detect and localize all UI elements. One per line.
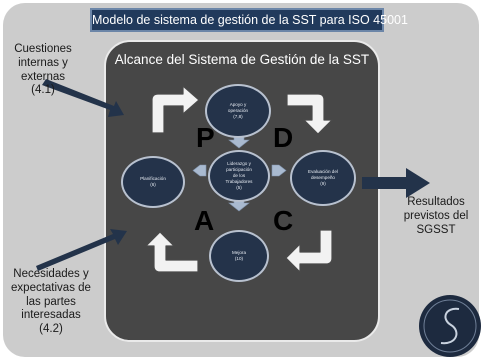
output-line2: previstos del — [403, 209, 469, 222]
issues-ref: (4.1) — [31, 84, 55, 97]
node-center-line2: participación — [226, 167, 252, 173]
node-left-ref: (6) — [150, 182, 156, 187]
needs-line4: interesadas — [21, 309, 81, 322]
corner-arrow-top-right — [286, 93, 333, 135]
logo — [419, 295, 481, 357]
node-performance-evaluation: Evaluación del desempeño (9) — [290, 150, 356, 206]
needs-line2: expectativas de — [11, 281, 91, 294]
node-planning: Planificación (6) — [121, 156, 185, 208]
node-support-operation: Apoyo y operación (7,8) — [205, 84, 271, 138]
node-bottom-line1: Mejora — [231, 250, 247, 256]
inner-pointer-right — [271, 164, 287, 177]
node-top-line1: Apoyo y — [229, 102, 247, 108]
node-top-line2: operación — [227, 108, 249, 114]
needs-ref: (4.2) — [39, 323, 63, 336]
input-arrow-issues — [42, 79, 124, 117]
input-arrow-needs — [36, 229, 127, 271]
node-leadership: Liderazgo y participación de los Trabaja… — [208, 150, 270, 202]
logo-mark — [423, 299, 477, 353]
node-bottom-ref: (10) — [234, 256, 244, 261]
scope-title: Alcance del Sistema de Gestión de la SST — [114, 52, 370, 67]
cycle-letter-c: C — [273, 205, 294, 236]
corner-arrow-bottom-left — [145, 231, 199, 273]
issues-line1: Cuestiones — [14, 43, 72, 55]
output-arrow — [362, 168, 430, 198]
needs-line1: Necesidades y — [13, 268, 89, 280]
node-improvement: Mejora (10) — [209, 230, 269, 282]
issues-line2: internas y — [18, 56, 68, 69]
input-needs-label: Necesidades y expectativas de las partes… — [6, 268, 96, 337]
corner-arrow-top-left — [151, 85, 200, 134]
node-right-ref: (9) — [320, 180, 326, 186]
corner-arrow-bottom-right — [285, 229, 333, 273]
output-label: Resultados previstos del SGSST — [392, 196, 480, 237]
node-center-line3: de los — [232, 173, 246, 179]
output-line3: SGSST — [416, 223, 456, 236]
inner-pointer-left — [192, 164, 207, 177]
output-line1: Resultados — [407, 196, 465, 208]
node-right-line2: desempeño — [310, 175, 335, 181]
node-top-ref: (7,8) — [233, 113, 243, 119]
cycle-letter-a: A — [194, 205, 215, 236]
needs-line3: las partes — [26, 295, 76, 308]
issues-line3: externas — [20, 70, 66, 83]
node-center-line1: Liderazgo y — [227, 161, 251, 167]
input-issues-label: Cuestiones internas y externas (4.1) — [4, 43, 82, 98]
node-center-ref: (5) — [236, 184, 242, 190]
diagram-title: Modelo de sistema de gestión de la SST p… — [90, 8, 408, 32]
node-left-line1: Planificación — [140, 176, 166, 182]
cycle-letter-p: P — [196, 122, 215, 153]
cycle-letter-d: D — [273, 122, 294, 153]
node-right-line1: Evaluación del — [308, 169, 338, 175]
node-center-line4: Trabajadores — [225, 178, 253, 184]
